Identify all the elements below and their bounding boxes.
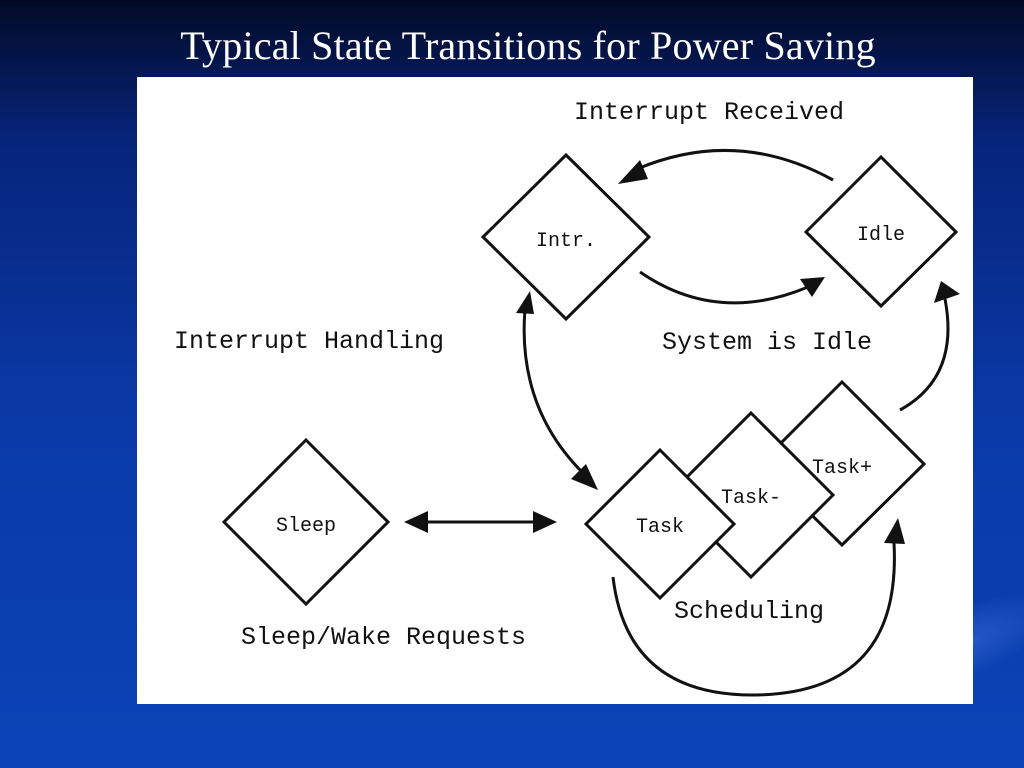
state-intr-label: Intr.	[536, 230, 596, 253]
state-idle-diamond	[803, 154, 959, 309]
label-sleep-wake-requests: Sleep/Wake Requests	[241, 623, 526, 652]
state-sleep-diamond	[221, 437, 391, 607]
edge-interrupt-handling	[516, 291, 598, 490]
edge-interrupt-received	[618, 148, 834, 184]
state-task-label: Task	[636, 516, 684, 539]
edge-system-idle	[639, 270, 825, 305]
edge-scheduling	[611, 518, 905, 697]
edge-sleep-wake	[404, 511, 557, 533]
state-transition-diagram: Intr. Idle Sleep Task+ Task- Task Interr	[137, 77, 973, 704]
diagram-canvas: Intr. Idle Sleep Task+ Task- Task Interr	[174, 98, 960, 697]
edge-task-to-idle	[899, 281, 960, 412]
label-interrupt-received: Interrupt Received	[574, 98, 844, 127]
label-interrupt-handling: Interrupt Handling	[174, 327, 444, 356]
state-sleep-label: Sleep	[276, 515, 336, 538]
state-task-diamond	[583, 447, 737, 601]
label-scheduling: Scheduling	[674, 597, 824, 626]
state-task-minus-label: Task-	[721, 487, 781, 510]
state-task-plus-label: Task+	[812, 457, 872, 480]
state-sleep: Sleep	[221, 437, 391, 607]
slide-title: Typical State Transitions for Power Savi…	[180, 23, 876, 68]
state-idle-label: Idle	[857, 224, 905, 247]
state-task: Task	[583, 447, 737, 601]
state-intr: Intr.	[480, 152, 652, 322]
state-idle: Idle	[803, 154, 959, 309]
state-intr-diamond	[480, 152, 652, 322]
label-system-is-idle: System is Idle	[662, 328, 872, 357]
